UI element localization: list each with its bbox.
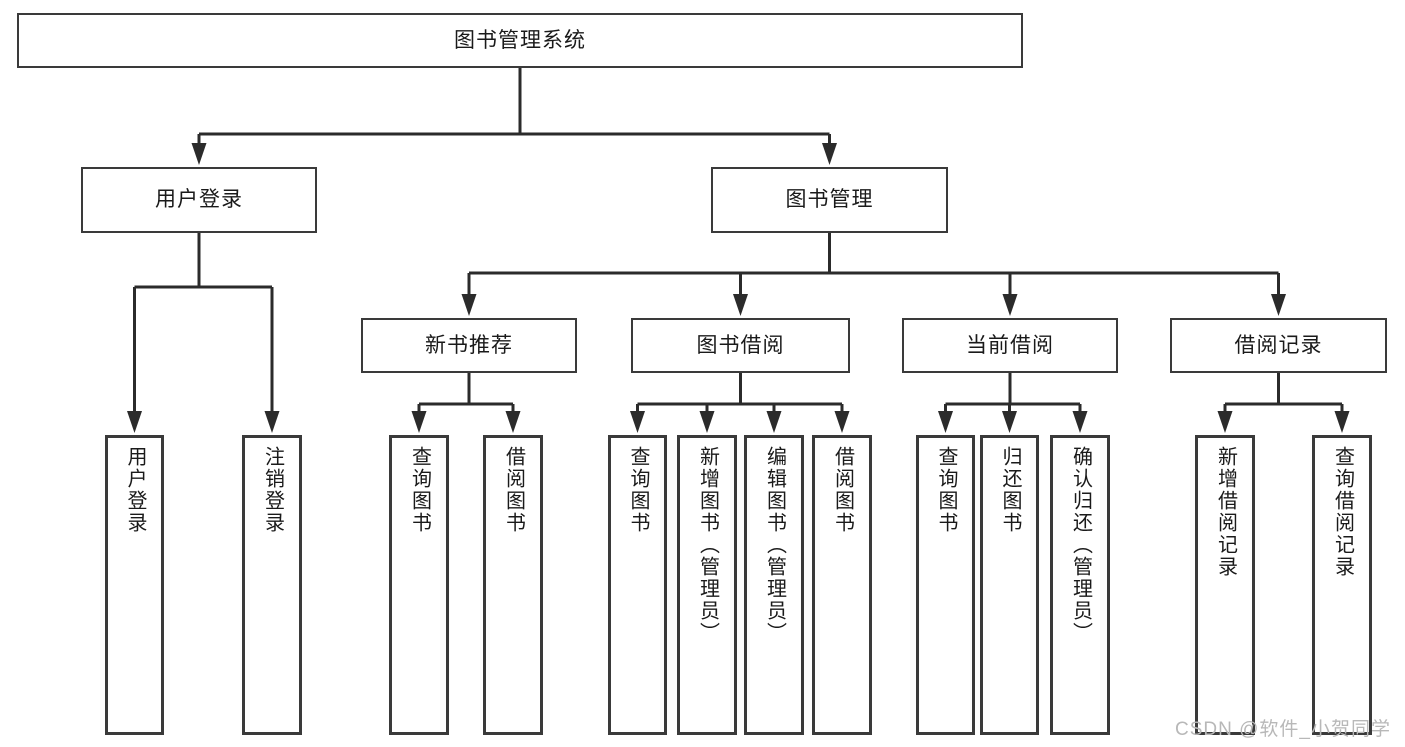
watermark: CSDN @软件_小贺同学 (1175, 719, 1391, 740)
node-label: 查询图书 (935, 446, 957, 534)
node-bookmgmt[interactable]: 图书管理 (711, 167, 948, 233)
arrowhead-icon (766, 411, 782, 433)
node-current[interactable]: 当前借阅 (902, 318, 1118, 373)
node-leaf-rec-add[interactable]: 新增借阅记录 (1195, 435, 1255, 735)
arrowhead-icon (411, 411, 427, 433)
node-leaf-user-login[interactable]: 用户登录 (105, 435, 164, 735)
node-label: 查询图书 (408, 446, 431, 534)
arrowhead-icon (1217, 411, 1233, 433)
node-label: 借阅记录 (1234, 333, 1323, 357)
arrowhead-icon (1072, 411, 1088, 433)
node-label: 用户登录 (155, 188, 243, 212)
arrowhead-icon (461, 294, 477, 316)
node-label: 确认归还（管理员） (1069, 446, 1092, 644)
node-label: 查询借阅记录 (1331, 446, 1354, 578)
node-newbook[interactable]: 新书推荐 (361, 318, 577, 373)
node-leaf-nb-query[interactable]: 查询图书 (389, 435, 449, 735)
node-leaf-cur-return[interactable]: 归还图书 (980, 435, 1039, 735)
node-login[interactable]: 用户登录 (81, 167, 317, 233)
node-leaf-nb-borrow[interactable]: 借阅图书 (483, 435, 543, 735)
arrowhead-icon (264, 411, 280, 433)
node-root[interactable]: 图书管理系统 (17, 13, 1023, 68)
arrowhead-icon (699, 411, 715, 433)
node-label: 用户登录 (124, 446, 146, 534)
node-leaf-bo-query[interactable]: 查询图书 (608, 435, 667, 735)
arrowhead-icon (1002, 294, 1018, 316)
node-leaf-bo-add[interactable]: 新增图书（管理员） (677, 435, 737, 735)
node-label: 图书管理 (785, 188, 874, 212)
node-records[interactable]: 借阅记录 (1170, 318, 1387, 373)
node-leaf-rec-query[interactable]: 查询借阅记录 (1312, 435, 1372, 735)
node-label: 注销登录 (261, 446, 284, 534)
node-label: 借阅图书 (502, 446, 525, 534)
arrowhead-icon (938, 411, 953, 433)
node-label: 查询图书 (627, 446, 649, 534)
node-leaf-bo-edit[interactable]: 编辑图书（管理员） (744, 435, 804, 735)
node-label: 新增图书（管理员） (696, 446, 719, 644)
node-label: 编辑图书（管理员） (763, 446, 786, 644)
arrowhead-icon (630, 411, 645, 433)
node-leaf-cur-confirm[interactable]: 确认归还（管理员） (1050, 435, 1110, 735)
node-leaf-cur-query[interactable]: 查询图书 (916, 435, 975, 735)
node-leaf-logout[interactable]: 注销登录 (242, 435, 302, 735)
node-label: 当前借阅 (966, 333, 1054, 357)
arrowhead-icon (191, 143, 207, 165)
node-borrow[interactable]: 图书借阅 (631, 318, 850, 373)
arrowhead-icon (733, 294, 748, 316)
node-label: 新书推荐 (425, 333, 513, 357)
node-label: 图书管理系统 (454, 28, 586, 52)
arrowhead-icon (1002, 411, 1017, 433)
arrowhead-icon (822, 143, 837, 165)
node-label: 图书借阅 (696, 333, 785, 357)
node-label: 借阅图书 (831, 446, 854, 534)
node-label: 归还图书 (999, 446, 1021, 534)
arrowhead-icon (1334, 411, 1350, 433)
arrowhead-icon (505, 411, 521, 433)
node-leaf-bo-borrow[interactable]: 借阅图书 (812, 435, 872, 735)
arrowhead-icon (1271, 294, 1286, 316)
node-label: 新增借阅记录 (1214, 446, 1237, 578)
arrowhead-icon (127, 411, 142, 433)
arrowhead-icon (834, 411, 850, 433)
